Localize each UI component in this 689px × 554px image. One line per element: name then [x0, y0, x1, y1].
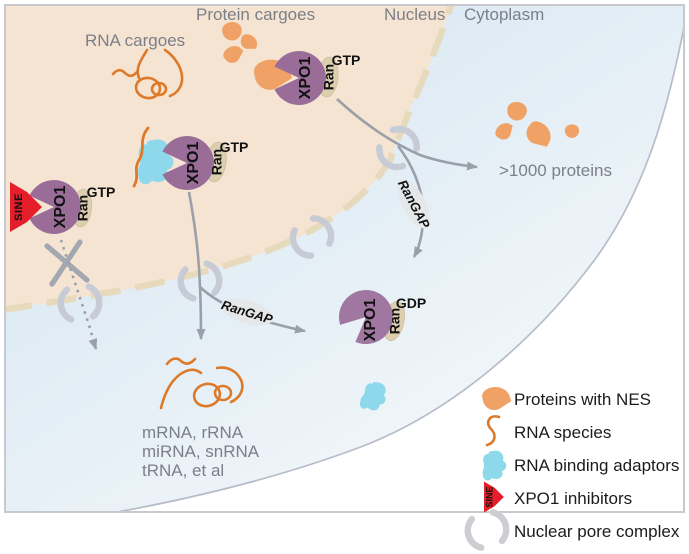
legend-row-xpo1-inhibitors: SINE XPO1 inhibitors: [484, 481, 632, 513]
thousand-proteins-label: >1000 proteins: [499, 161, 612, 180]
nucleus-region: [6, 6, 451, 310]
protein-export-arrow: [336, 98, 478, 171]
rna-output-line-3: tRNA, et al: [142, 461, 224, 480]
xpo1-complex-ran-gdp: XPO1 Ran GDP: [338, 290, 426, 344]
rangap-oval: [220, 298, 274, 326]
figure-frame: [4, 4, 685, 513]
sine-label: SINE: [485, 486, 495, 507]
xpo1-label: XPO1: [297, 57, 314, 100]
blocked-export: [44, 239, 98, 350]
gtp-label: GTP: [87, 184, 116, 200]
legend-label: RNA species: [514, 423, 611, 442]
legend-label: Proteins with NES: [514, 390, 651, 409]
ran-label: Ran: [321, 64, 337, 90]
rna-cargoes-label: RNA cargoes: [85, 31, 185, 50]
xpo1-body: [162, 136, 214, 190]
xpo1-label: XPO1: [52, 186, 69, 229]
plasma-membrane: [118, 27, 683, 511]
nuclear-envelope-rim: [6, 6, 455, 313]
rna-export-arrow: [187, 191, 206, 340]
legend-row-rna-adaptors: RNA binding adaptors: [482, 450, 679, 481]
rna-cargo-scribble: [111, 48, 184, 100]
gtp-label: GTP: [332, 52, 361, 68]
legend-label: XPO1 inhibitors: [514, 489, 632, 508]
rna-species-icon: [485, 415, 501, 447]
gdp-label: GDP: [396, 295, 426, 311]
gtp-label: GTP: [220, 139, 249, 155]
nuclear-pore-icon: [464, 510, 510, 550]
xpo1-complex-protein-cargo: XPO1 Ran GTP: [253, 51, 360, 105]
rangap-oval: [397, 179, 431, 229]
adaptor-bound-rna: [132, 126, 150, 188]
legend-label: Nuclear pore complex: [514, 522, 680, 541]
xpo1-body: [274, 51, 326, 105]
xpo1-label: XPO1: [362, 299, 379, 342]
ran-label: Ran: [209, 149, 225, 175]
legend-row-proteins-nes: Proteins with NES: [481, 386, 651, 411]
legend-row-nuclear-pore: Nuclear pore complex: [464, 510, 680, 550]
rna-output-line-2: miRNA, snRNA: [142, 442, 260, 461]
xpo1-complex-sine-inhibitor: SINE XPO1 Ran GTP: [10, 180, 115, 234]
legend-label: RNA binding adaptors: [514, 456, 679, 475]
ran-label: Ran: [387, 308, 403, 334]
blocked-x-mark: [44, 239, 90, 287]
xpo1-label: XPO1: [185, 142, 202, 185]
nucleus-label: Nucleus: [384, 5, 445, 24]
xpo1-body: [338, 290, 393, 344]
extracellular-region: [122, 32, 683, 511]
cytoplasm-label: Cytoplasm: [464, 5, 544, 24]
exported-rna-scribble: [159, 357, 244, 410]
rna-output-list: mRNA, rRNA miRNA, snRNA tRNA, et al: [142, 423, 260, 480]
xpo1-complex-rna-adaptor: XPO1 Ran GTP: [132, 126, 249, 190]
protein-cargoes-label: Protein cargoes: [196, 5, 315, 24]
blocked-export-dotted-arrow: [59, 239, 98, 350]
legend-row-rna-species: RNA species: [485, 415, 611, 447]
ran-label: Ran: [75, 195, 91, 221]
xpo1-body: [29, 180, 81, 234]
legend: Proteins with NES RNA species RNA bindin…: [464, 386, 680, 550]
rna-output-line-1: mRNA, rRNA: [142, 423, 244, 442]
sine-label: SINE: [13, 193, 25, 221]
